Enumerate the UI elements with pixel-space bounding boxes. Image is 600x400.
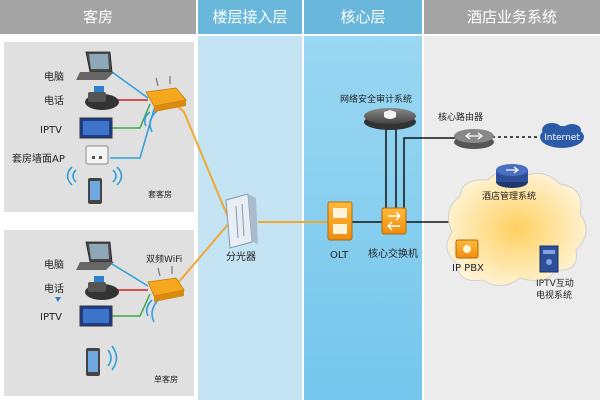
splitter-label: 分光器 — [226, 250, 256, 263]
tv-icon — [79, 117, 113, 139]
header-business-bg — [424, 0, 600, 34]
olt-icon — [327, 201, 353, 241]
suite-room: 电脑 电话 IPTV 套房墙面AP — [12, 51, 187, 204]
suite-room-label: 套客房 — [148, 189, 172, 199]
iptv-server-icon — [539, 245, 559, 273]
pbx-icon — [455, 239, 479, 259]
wifi-signal-icon — [66, 109, 159, 186]
wall-ap-icon — [85, 145, 109, 165]
iptv-system-label-2: 电视系统 — [536, 289, 572, 301]
suite-wall-ap-label: 套房墙面AP — [12, 152, 65, 165]
single-room-label: 单客房 — [154, 374, 178, 384]
smartphone-icon — [88, 178, 102, 204]
cable-pc-suite — [111, 71, 149, 99]
phone-icon — [85, 276, 119, 300]
laptop-icon — [76, 51, 114, 80]
single-room: 电脑 电话 IPTV 双频WiFi — [40, 241, 185, 384]
header-guest-room-bg — [0, 0, 196, 34]
header-core: 核心层 — [340, 8, 385, 26]
splitter-icon — [225, 193, 258, 249]
header-core-bg — [304, 0, 422, 34]
ont-gateway-icon — [145, 76, 187, 112]
mgmt-label: 酒店管理系统 — [482, 190, 536, 202]
link-switch-router — [403, 137, 456, 214]
single-iptv-label: IPTV — [40, 312, 62, 323]
header-bar: 客房 楼层接入层 核心层 酒店业务系统 — [0, 0, 600, 34]
switch-label: 核心交换机 — [368, 247, 418, 260]
audit-label: 网络安全审计系统 — [340, 93, 412, 105]
header-floor-access: 楼层接入层 — [212, 8, 287, 26]
business-layer: 核心路由器 Internet 酒店管理系统 IP PBX — [438, 111, 587, 301]
single-pc-label: 电脑 — [44, 258, 64, 271]
splitter: 分光器 — [225, 193, 258, 263]
smartphone-icon — [86, 348, 100, 376]
core-switch-icon — [381, 207, 407, 235]
header-guest-room: 客房 — [83, 8, 113, 26]
cable-iptv-suite — [112, 103, 151, 129]
suite-phone-label: 电话 — [44, 94, 64, 107]
arrow-up-icon — [55, 297, 61, 302]
pbx-label: IP PBX — [452, 263, 484, 274]
fiber-single-splitter — [171, 221, 231, 291]
core-layer: 网络安全审计系统 OLT 核心交换机 — [327, 93, 418, 261]
mgmt-server-icon — [496, 164, 528, 188]
phone-icon — [85, 86, 119, 110]
iptv-system-label-1: IPTV互动 — [536, 278, 574, 289]
header-floor-bg — [198, 0, 302, 34]
suite-pc-label: 电脑 — [44, 70, 64, 83]
suite-iptv-label: IPTV — [40, 125, 62, 136]
ont-gateway-icon — [147, 266, 185, 302]
internet-label: Internet — [544, 133, 580, 143]
olt-label: OLT — [330, 250, 349, 261]
tv-icon — [79, 305, 113, 327]
single-wifi-label: 双频WiFi — [146, 253, 182, 265]
router-label: 核心路由器 — [438, 111, 483, 123]
internet-cloud-icon — [540, 123, 584, 148]
single-phone-label: 电话 — [44, 282, 64, 295]
laptop-icon — [76, 241, 114, 270]
cable-pc-single — [111, 263, 149, 287]
header-business: 酒店业务系统 — [467, 8, 557, 26]
core-router-icon — [454, 129, 494, 149]
audit-appliance-icon — [364, 108, 416, 130]
cable-iptv-single — [112, 293, 151, 317]
